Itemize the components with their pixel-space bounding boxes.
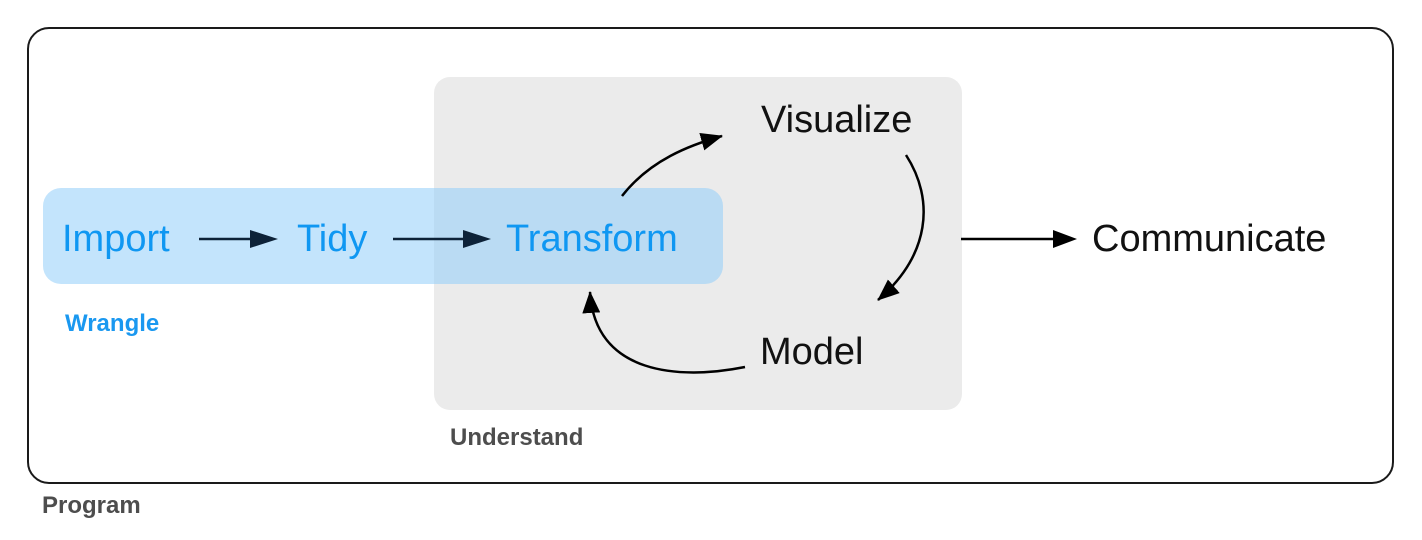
node-tidy: Tidy [297,218,368,260]
arrow-import-to-tidy [199,230,278,248]
group-label-wrangle: Wrangle [65,310,160,337]
wrangle-group-box [43,188,723,284]
arrow-model-to-transform [582,291,746,374]
node-model: Model [760,331,864,373]
node-visualize: Visualize [761,99,913,141]
node-transform: Transform [506,218,678,260]
program-group-box [27,27,1394,484]
group-label-program: Program [42,492,141,519]
arrow-tidy-to-transform [393,230,491,248]
arrow-transform-to-visualize [621,133,723,197]
group-label-understand: Understand [450,424,584,451]
node-communicate: Communicate [1092,218,1327,260]
arrow-visualize-to-model [877,154,925,301]
node-import: Import [62,218,170,260]
arrow-understand-to-communicate [961,230,1077,248]
